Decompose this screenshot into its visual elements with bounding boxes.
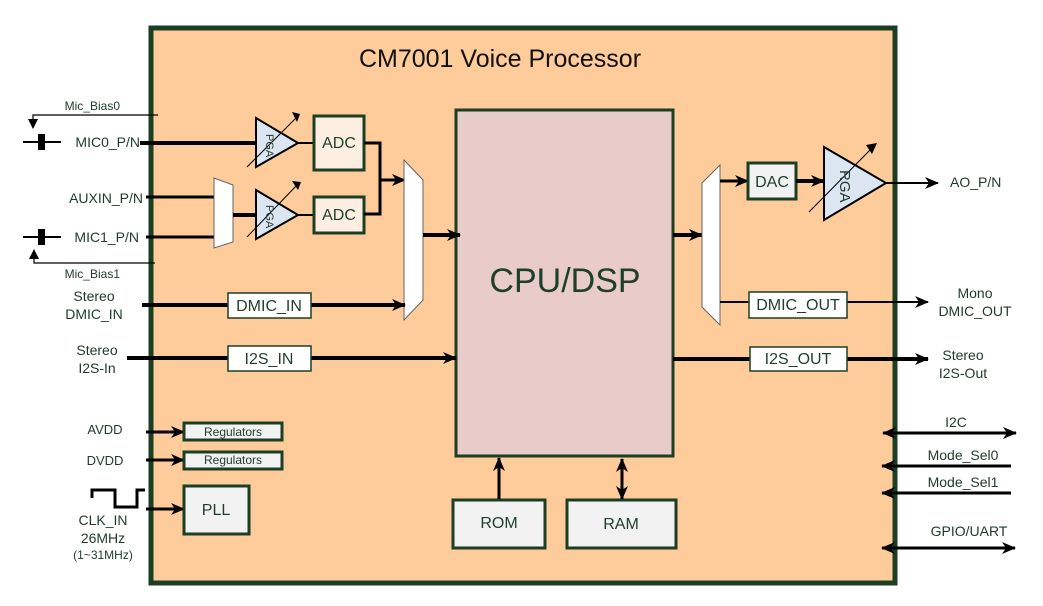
i2s-out-pin-label-1: Stereo [942, 347, 983, 363]
rom-label: ROM [480, 515, 517, 532]
dmic-in-pin-label-2: DMIC_IN [65, 306, 123, 322]
dmic-out-pin-label-2: DMIC_OUT [938, 303, 1012, 319]
regulator-avdd-label: Regulators [204, 425, 262, 439]
cpu-dsp-block [454, 108, 675, 458]
chip-title: CM7001 Voice Processor [359, 45, 641, 73]
clk-in-label-2: 26MHz [81, 530, 125, 546]
mic1-pin-label: MIC1_P/N [74, 229, 139, 245]
i2s-in-pin-label-2: I2S-In [78, 360, 115, 376]
mic-bias0-label: Mic_Bias0 [65, 99, 121, 113]
i2s-in-pin-label-1: Stereo [76, 342, 117, 358]
auxin-pin-label: AUXIN_P/N [69, 190, 143, 206]
dmic-out-block-label: DMIC_OUT [756, 297, 840, 314]
pga1-amplifier: PGA [246, 112, 300, 169]
adc2-label: ADC [322, 207, 356, 224]
adc1-label: ADC [322, 135, 356, 152]
mic0-pin-label: MIC0_P/N [75, 134, 140, 150]
mic0-capacitor-icon [23, 134, 61, 150]
adc2-block [312, 195, 366, 235]
mic-bias1-label: Mic_Bias1 [65, 267, 121, 281]
i2s-out-block-label: I2S_OUT [765, 351, 832, 368]
dvdd-pin-label: DVDD [87, 453, 124, 468]
dmic-in-pin-label-1: Stereo [73, 288, 114, 304]
dac-block [746, 161, 798, 201]
ram-block [565, 498, 678, 550]
output-mux [701, 163, 721, 327]
dac-label: DAC [755, 174, 789, 191]
mode-sel1-pin-label: Mode_Sel1 [928, 474, 999, 490]
i2s-in-block-label: I2S_IN [245, 351, 294, 368]
mode-sel0-pin-label: Mode_Sel0 [928, 447, 999, 463]
gpio-uart-pin-label: GPIO/UART [931, 523, 1008, 539]
mic-bias0-line [28, 114, 158, 129]
input-mux-main [403, 158, 424, 322]
dmic-in-block-label: DMIC_IN [236, 298, 302, 315]
i2s-out-pin-label-2: I2S-Out [939, 365, 987, 381]
dmic-out-pin-label-1: Mono [957, 285, 992, 301]
rga-label: RGA [836, 170, 853, 203]
rom-block [451, 498, 547, 550]
mic-bias1-line [29, 249, 155, 264]
clk-in-label-1: CLK_IN [78, 512, 127, 528]
i2c-pin-label: I2C [945, 414, 967, 430]
cpu-dsp-label: CPU/DSP [489, 262, 640, 300]
ao-pin-label: AO_P/N [950, 174, 1001, 190]
pga2-label: PGA [263, 205, 275, 229]
dmic-in-block [227, 292, 312, 319]
regulator-dvdd-label: Regulators [204, 453, 262, 467]
regulator-dvdd-block [182, 450, 284, 471]
pga1-label: PGA [263, 134, 275, 158]
clk-in-label-3: (1~31MHz) [73, 548, 133, 562]
pll-block [182, 484, 251, 536]
i2s-out-block [749, 346, 848, 372]
pll-label: PLL [202, 502, 231, 519]
input-mux-aux [213, 177, 234, 249]
rga-amplifier: RGA [808, 143, 888, 222]
regulator-avdd-block [182, 421, 284, 442]
clock-waveform-icon [90, 488, 145, 509]
mic1-capacitor-icon [23, 229, 61, 245]
pga2-amplifier: PGA [246, 181, 301, 241]
dmic-out-block [748, 291, 848, 319]
i2s-in-block [227, 345, 312, 372]
ram-label: RAM [603, 516, 639, 533]
avdd-pin-label: AVDD [87, 422, 122, 437]
